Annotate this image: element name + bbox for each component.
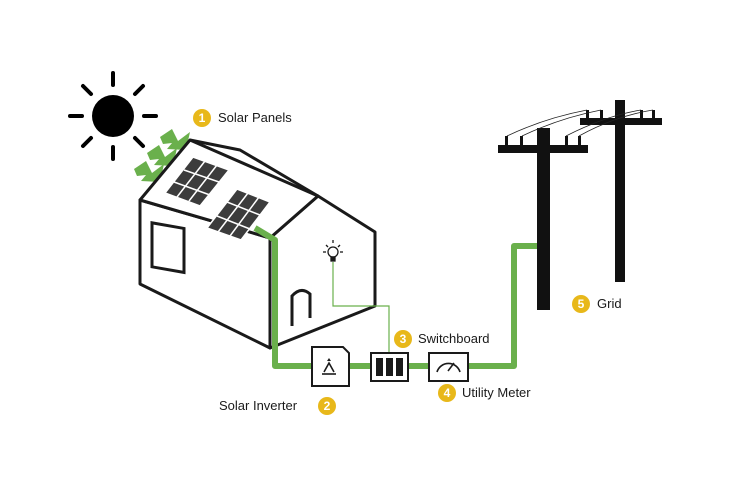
- house-door: [290, 289, 312, 326]
- grid-badge: 5: [572, 295, 590, 313]
- house-window: [150, 221, 186, 275]
- solar-inverter-badge: 2: [318, 397, 336, 415]
- light-bulb-icon: [323, 240, 343, 262]
- gauge-icon: [436, 362, 461, 373]
- power-wiring: [253, 225, 538, 369]
- utility-meter-badge: 4: [438, 384, 456, 402]
- utility-meter: [428, 352, 469, 382]
- solar-inverter: [311, 346, 350, 387]
- switchboard: [370, 352, 409, 382]
- solar-inverter-label: Solar Inverter: [219, 398, 298, 413]
- solar-panels-badge: 1: [193, 109, 211, 127]
- utility-poles: [498, 100, 662, 310]
- grid-label: Grid: [597, 296, 622, 311]
- sun-icon: [68, 71, 158, 161]
- recycle-icon: [322, 358, 336, 375]
- solar-panels-label: Solar Panels: [218, 110, 292, 125]
- switchboard-badge: 3: [394, 330, 412, 348]
- sunlight-arrows: [134, 129, 190, 182]
- lighting-circuit: [332, 262, 390, 352]
- utility-meter-label: Utility Meter: [462, 385, 531, 400]
- solar-panels: [163, 156, 272, 241]
- switchboard-label: Switchboard: [418, 331, 490, 346]
